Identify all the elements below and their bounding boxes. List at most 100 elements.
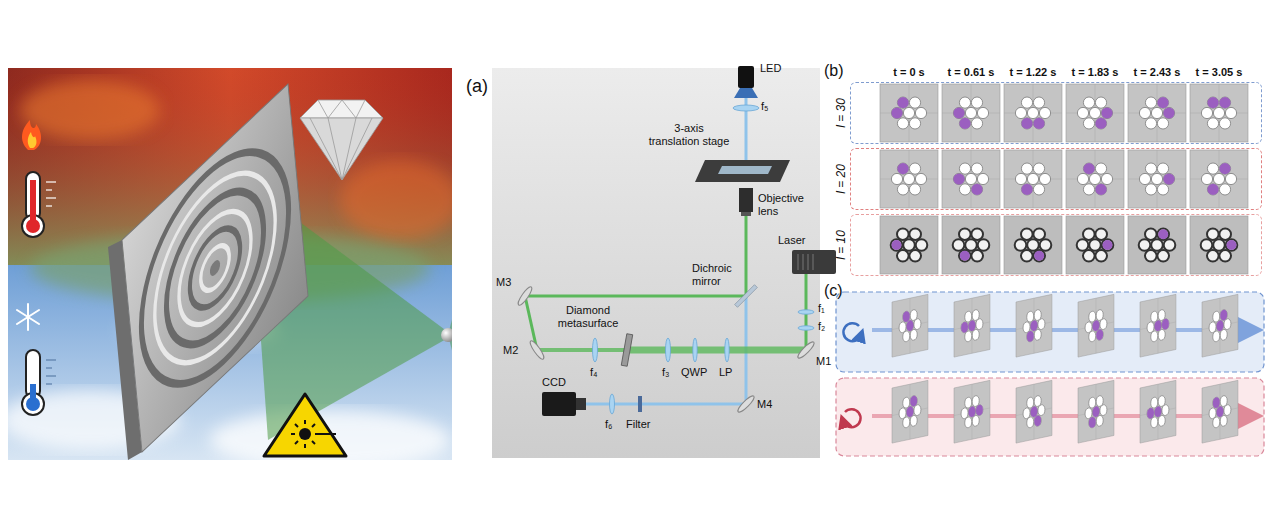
concept-illustration-part-part (46, 182, 56, 206)
rotation-panels-part-part-part (969, 320, 976, 332)
time-lapse-frames-part-part (897, 163, 908, 174)
concept-illustration-part-part-part (291, 433, 295, 435)
optical-setup-part (739, 188, 753, 212)
time-lapse-frames-part (1128, 84, 1186, 142)
optical-setup-part (695, 160, 790, 182)
concept-illustration-part-part-part (175, 189, 255, 347)
rotation-panels-part (843, 323, 861, 341)
lens-label: f₁ (818, 302, 825, 315)
concept-illustration-part-part-part (304, 420, 306, 424)
rotation-panels (836, 292, 1264, 456)
panel-letter: (b) (824, 62, 844, 80)
time-label: t = 0 s (876, 66, 942, 79)
concept-illustration-part-part-part (46, 375, 56, 376)
time-lapse-frames-part-part (1083, 163, 1094, 174)
optical-setup-part (792, 250, 836, 274)
time-lapse-frames-part-part (1219, 97, 1230, 108)
component-label: LP (719, 366, 732, 379)
time-lapse-frames-part-part (1128, 84, 1186, 142)
time-lapse-frames-part-part (953, 107, 964, 118)
time-lapse-frames-part-part (1095, 118, 1106, 129)
time-label: t = 1.22 s (1000, 66, 1066, 79)
time-lapse-frames-part (942, 150, 1000, 208)
time-lapse-frames-part-part (960, 251, 970, 261)
optical-setup-part (638, 396, 642, 412)
rotation-panels-part-part (1202, 294, 1238, 357)
optical-setup-part (576, 398, 586, 410)
concept-illustration-part (22, 172, 56, 237)
time-lapse-frames-part (1066, 216, 1124, 274)
rotation-panels-part-part (1078, 294, 1114, 357)
component-label: Dichroic mirror (692, 262, 742, 287)
rotation-panels-part-part-part (1031, 406, 1038, 418)
optical-setup-part-part (803, 254, 804, 270)
concept-illustration-part-part (17, 310, 39, 324)
concept-illustration-part-part (300, 100, 383, 118)
rotation-panels-part-part-part (907, 406, 914, 418)
rotation-panels-part-part-part (1096, 329, 1103, 341)
rotation-panels-part-part-part (969, 406, 976, 418)
rotation-panels-part-part (1140, 294, 1176, 357)
time-lapse-frames-part-part (1095, 184, 1106, 195)
optical-setup-part (492, 68, 820, 458)
concept-illustration-part-part-part (46, 205, 52, 206)
concept-illustration-part-part-part (148, 136, 282, 401)
time-lapse-frames-part-part (1157, 97, 1168, 108)
time-lapse-frames-part-part (892, 240, 902, 250)
rotation-panels-part-part-part (1031, 320, 1038, 332)
time-lapse-frames-part-part (1163, 107, 1174, 118)
time-label: t = 3.05 s (1186, 66, 1252, 79)
concept-illustration-part-part (291, 420, 336, 448)
rotation-panels-part-part-part (1078, 380, 1114, 443)
lens-label: f₃ (662, 366, 670, 379)
time-lapse-frames-part (1190, 216, 1248, 274)
lens-label: f₆ (605, 418, 613, 431)
rotation-panels-part-part-part (976, 404, 983, 416)
concept-illustration-part-part (30, 180, 36, 224)
time-lapse-frames-part-part (942, 84, 1000, 142)
optical-setup-part (516, 285, 534, 306)
concept-illustration-part (264, 394, 346, 456)
concept-illustration-part (122, 84, 308, 452)
rotation-panels-part-part (954, 380, 990, 443)
time-lapse-frames-part-part (1227, 240, 1237, 250)
concept-illustration-part (22, 120, 41, 150)
optical-setup-part (718, 166, 772, 174)
lens-label: f₄ (590, 366, 598, 379)
concept-illustration-part-part-part (199, 237, 231, 300)
time-lapse-frames-part-part (1128, 150, 1186, 208)
component-label: QWP (681, 366, 707, 379)
time-lapse-frames-part-part (1066, 216, 1124, 274)
rotation-panels-part-part-part (1217, 320, 1224, 332)
rotation-panels-part-part-part (1213, 397, 1220, 409)
lens-label: f₂ (818, 320, 825, 333)
optical-setup-part (621, 334, 632, 367)
time-lapse-frames-part-part (1103, 240, 1113, 250)
rotation-panels-part-part-part (1016, 380, 1052, 443)
rotation-panels-part-part-part (1147, 407, 1154, 419)
rotation-panels-part-part-part (1202, 294, 1238, 357)
rotation-panels-part-part-part (1217, 406, 1224, 418)
time-lapse-frames-part-part (1163, 173, 1174, 184)
concept-illustration-part-part (310, 118, 372, 180)
time-lapse-frames-part-part (1034, 251, 1044, 261)
rotation-panels-part-part (892, 294, 928, 357)
optical-setup-part (666, 338, 671, 362)
mirror-label: M4 (757, 398, 772, 411)
time-lapse-frames-part (1004, 150, 1062, 208)
concept-illustration-part-part-part (312, 424, 315, 427)
rotation-panels-part-part-part (1140, 294, 1176, 357)
concept-illustration-part-part (300, 118, 383, 180)
concept-illustration-part-part (299, 428, 311, 440)
optical-setup-part (798, 310, 814, 314)
optical-setup-part-part (798, 254, 799, 270)
rotation-panels-part-part-part (910, 395, 917, 407)
time-label: t = 1.83 s (1062, 66, 1128, 79)
optical-setup-part (610, 394, 615, 414)
rotation-panels-part-part-part (1155, 406, 1162, 418)
concept-illustration-part-part (328, 118, 356, 180)
rotation-panels-part-part (1016, 380, 1052, 443)
time-lapse-frames-part (880, 216, 938, 274)
concept-illustration-part-part-part (187, 213, 243, 323)
